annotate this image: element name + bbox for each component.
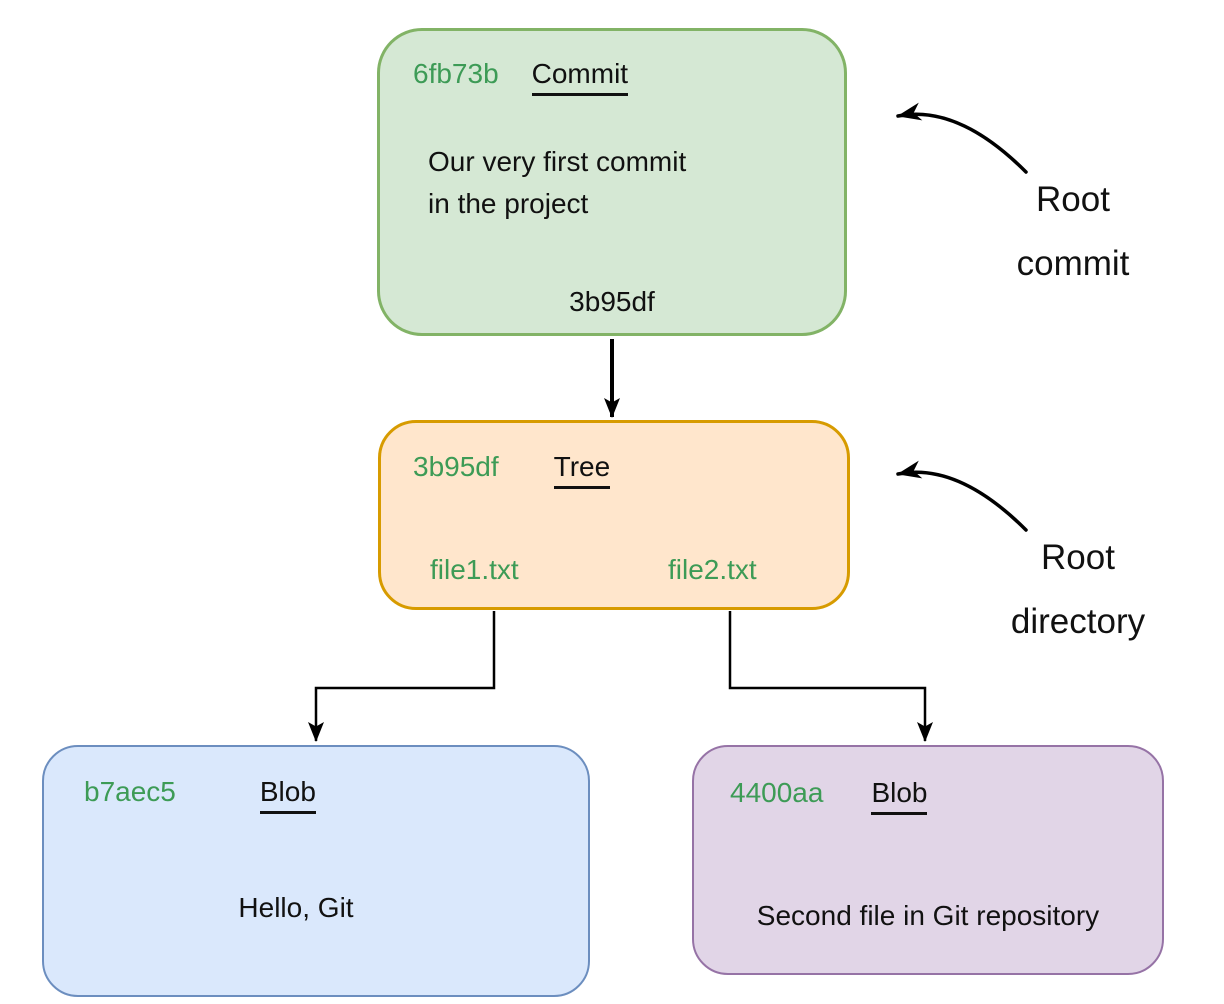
tree-type-label: Tree <box>553 450 611 489</box>
root-commit-annotation: Root commit <box>953 168 1193 296</box>
blob-file1-node: b7aec5 Blob Hello, Git <box>42 745 590 997</box>
tree-hash: 3b95df <box>413 451 499 482</box>
tree-to-blob2-connector <box>728 611 933 742</box>
commit-node-header: 6fb73b Commit <box>413 57 629 96</box>
commit-message-line2: in the project <box>428 188 589 219</box>
blob-file2-node: 4400aa Blob Second file in Git repositor… <box>692 745 1164 975</box>
root-directory-annotation: Root directory <box>953 526 1203 654</box>
root-commit-line2: commit <box>1016 244 1130 283</box>
blob-file1-content: Hello, Git <box>238 892 354 923</box>
blob-file1-header: b7aec5 Blob <box>84 775 316 814</box>
blob-file1-hash: b7aec5 <box>84 776 176 807</box>
commit-message-line1: Our very first commit <box>428 146 687 177</box>
tree-node-header: 3b95df Tree <box>413 450 611 489</box>
tree-entry-file2: file2.txt <box>668 554 757 585</box>
root-commit-line1: Root <box>1036 180 1110 219</box>
blob-file2-header: 4400aa Blob <box>730 776 928 815</box>
tree-to-blob1-connector <box>308 611 496 742</box>
tree-entry-file1: file1.txt <box>430 554 519 585</box>
tree-node: 3b95df Tree file1.txt file2.txt <box>378 420 850 610</box>
root-directory-line1: Root <box>1041 538 1115 577</box>
root-directory-line2: directory <box>1010 602 1146 641</box>
commit-message: Our very first commit in the project <box>428 141 686 225</box>
blob-file2-hash: 4400aa <box>730 777 824 808</box>
commit-node: 6fb73b Commit Our very first commit in t… <box>377 28 847 336</box>
blob-file1-type-label: Blob <box>259 775 316 814</box>
blob-file2-type-label: Blob <box>871 776 928 815</box>
commit-type-label: Commit <box>531 57 629 96</box>
blob-file2-content: Second file in Git repository <box>756 900 1100 931</box>
root-commit-pointer-arrow <box>896 102 1028 174</box>
commit-tree-ref: 3b95df <box>569 286 655 317</box>
root-directory-pointer-arrow <box>896 460 1028 532</box>
commit-hash: 6fb73b <box>413 58 499 89</box>
